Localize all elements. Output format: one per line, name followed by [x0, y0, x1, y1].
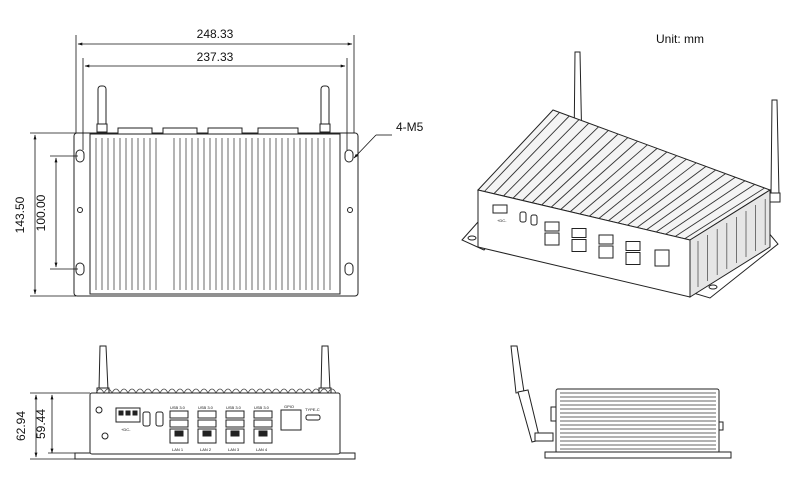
lan-label-1: LAN 1	[172, 447, 184, 452]
antenna-iso-right	[767, 99, 781, 203]
usb-port-iso	[571, 228, 587, 238]
heatsink-fin	[684, 187, 765, 240]
top-view	[73, 85, 359, 297]
heatsink-fin	[484, 112, 560, 192]
usb-port	[253, 419, 273, 428]
side-flange	[544, 451, 732, 459]
heatsink-fin	[569, 144, 648, 213]
antenna-side	[510, 345, 525, 394]
screw-callout: 4-M5	[396, 120, 424, 134]
heatsink-fin	[627, 166, 707, 226]
lan-port-jack	[230, 430, 240, 437]
dim-height-holes: 100.00	[34, 194, 48, 231]
heatsink-fin	[503, 119, 580, 197]
heatsink-fin	[541, 133, 619, 206]
usb-port-iso	[625, 241, 641, 251]
lan-port-iso	[571, 239, 587, 252]
hdmi-port	[155, 411, 164, 427]
antenna-front-right	[320, 345, 331, 391]
lan-port-jack	[174, 430, 184, 437]
gpio-header-iso	[654, 249, 670, 267]
unit-label: Unit: mm	[656, 32, 704, 46]
front-dimension-lines	[30, 392, 90, 460]
heatsink-fin	[493, 115, 570, 195]
usb-port	[253, 410, 273, 419]
lan-port-iso	[544, 232, 560, 246]
antenna-front-left	[98, 345, 109, 391]
iso-dc-label: +DC-	[497, 218, 507, 223]
gpio-header	[280, 409, 302, 431]
lan-port-iso	[625, 252, 641, 265]
dimension-lines	[30, 35, 392, 297]
lan-port-iso	[598, 245, 614, 259]
usb-port-iso	[544, 221, 560, 232]
mount-slot	[344, 262, 354, 276]
heatsink-fin	[665, 180, 746, 235]
heatsink-fin	[598, 155, 677, 219]
dim-width-holes: 237.33	[197, 50, 234, 64]
mount-slot	[344, 149, 354, 163]
dim-width-outer: 248.33	[197, 27, 234, 41]
front-view	[74, 345, 356, 460]
usb-port	[169, 419, 189, 428]
typec-port	[305, 414, 321, 421]
usb-label-1: USB 3.0	[170, 405, 186, 410]
usb-port-iso	[598, 234, 614, 245]
usb-port	[169, 410, 189, 419]
dim-height-outer-front: 62.94	[14, 411, 28, 441]
heatsink-fin	[550, 137, 629, 208]
front-dc-label: +DC-	[121, 427, 131, 432]
antenna-right	[319, 85, 331, 133]
heatsink-fin	[512, 122, 590, 199]
usb-label-3: USB 3.0	[226, 405, 242, 410]
heatsink-fin	[646, 173, 726, 231]
heatsink-fin	[589, 151, 668, 217]
gpio-label: GPIO	[284, 404, 294, 409]
enclosure-top	[89, 133, 341, 295]
heatsink-fin	[617, 162, 697, 224]
heatsink-fin	[608, 158, 687, 222]
lan-port-jack	[258, 430, 268, 437]
heatsink-fin	[655, 176, 736, 233]
dim-height-outer: 143.50	[13, 196, 27, 233]
hdmi-port	[142, 411, 151, 427]
usb-port	[197, 410, 217, 419]
isometric-view	[461, 51, 781, 299]
usb-port	[197, 419, 217, 428]
antenna-left	[96, 85, 108, 133]
usb-label-4: USB 3.0	[254, 405, 270, 410]
dim-height-body-front: 59.44	[34, 409, 48, 439]
lan-port-jack	[202, 430, 212, 437]
heatsink-fin	[579, 148, 658, 215]
usb-port	[225, 410, 245, 419]
usb-port	[225, 419, 245, 428]
heatsink-fin	[560, 140, 638, 210]
lan-label-3: LAN 3	[228, 447, 240, 452]
lan-label-4: LAN 4	[256, 447, 268, 452]
typec-label: TYPE-C	[305, 407, 320, 412]
heatsink-fin	[674, 184, 756, 237]
side-view	[510, 345, 732, 459]
heatsink-fin	[522, 126, 599, 201]
heatsink-fin	[636, 169, 717, 228]
heatsink-fin	[531, 130, 609, 204]
lan-label-2: LAN 2	[200, 447, 212, 452]
usb-label-2: USB 3.0	[198, 405, 214, 410]
